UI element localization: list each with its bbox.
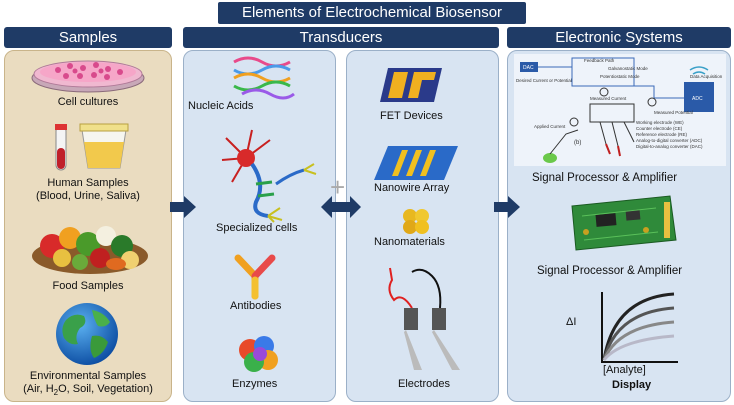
antibody-icon — [234, 254, 276, 300]
label-nucleic-acids: Nucleic Acids — [188, 100, 254, 112]
circuit-applied-label: Applied Current — [534, 124, 566, 129]
label-nanowire-array: Nanowire Array — [374, 182, 450, 194]
plus-icon: + — [330, 172, 346, 202]
earth-globe-icon — [56, 303, 118, 365]
arrow-samples-to-transducers — [170, 196, 196, 218]
header-samples: Samples — [4, 27, 172, 48]
petri-dish-icon — [31, 60, 145, 93]
circuit-legend-3: Analog-to-digital converter (ADC) — [636, 138, 703, 143]
circuit-data-acq-label: Data Acquisition — [690, 74, 723, 79]
circuit-desired-label: Desired Current or Potential — [516, 78, 572, 83]
label-antibodies: Antibodies — [230, 300, 282, 312]
label-enzymes: Enzymes — [232, 378, 278, 390]
label-signal-processor-1: Signal Processor & Amplifier — [532, 172, 678, 184]
plot-ylabel: ΔI — [566, 316, 577, 328]
circuit-galvanostatic-label: Galvanostatic Mode — [608, 66, 648, 71]
fet-device-icon — [380, 68, 442, 102]
potentiostat-circuit-diagram: Feedback Path Potentiostatic Mode Galvan… — [514, 54, 726, 166]
label-nanomaterials: Nanomaterials — [374, 236, 445, 248]
enzyme-protein-icon — [239, 336, 278, 372]
food-samples-icon — [32, 226, 148, 274]
label-specialized-cells: Specialized cells — [216, 222, 298, 234]
circuit-legend-0: Working electrode (WE) — [636, 120, 684, 125]
dna-helix-icon — [233, 56, 295, 100]
label-electrodes: Electrodes — [398, 378, 450, 390]
nanowire-array-icon — [374, 146, 458, 180]
display-calibration-plot — [601, 292, 678, 363]
label-signal-processor-2: Signal Processor & Amplifier — [537, 265, 683, 277]
arrow-bidirectional-transducers — [321, 196, 361, 218]
label-human-samples: Human Samples — [47, 177, 129, 189]
circuit-feedback-label: Feedback Path — [584, 58, 615, 63]
circuit-b-label: (b) — [574, 140, 581, 146]
circuit-dac-label: DAC — [523, 65, 534, 71]
human-samples-icon — [55, 123, 129, 171]
label-environmental-samples: Environmental Samples — [29, 370, 147, 382]
arrow-transducers-to-electronics — [494, 196, 520, 218]
electrodes-icon — [388, 267, 460, 370]
circuit-board-icon — [571, 195, 677, 251]
header-electronic: Electronic Systems — [507, 27, 731, 48]
circuit-legend-2: Reference electrode (RE) — [636, 132, 688, 137]
label-fet-devices: FET Devices — [380, 110, 443, 122]
circuit-adc-label: ADC — [692, 96, 703, 102]
label-human-samples-detail: (Blood, Urine, Saliva) — [36, 190, 140, 202]
label-cell-cultures: Cell cultures — [57, 96, 119, 108]
plot-xlabel: [Analyte] — [603, 364, 646, 376]
circuit-measured-current-label: Measured Current — [590, 96, 627, 101]
circuit-measured-potential-label: Measured Potential — [654, 110, 693, 115]
diagram-title: Elements of Electrochemical Biosensor — [218, 2, 526, 24]
label-environmental-detail: (Air, H2O, Soil, Vegetation) — [23, 383, 153, 398]
circuit-legend-1: Counter electrode (CE) — [636, 126, 683, 131]
label-food-samples: Food Samples — [52, 280, 124, 292]
nanomaterials-icon — [403, 209, 429, 234]
neuron-cell-icon — [221, 129, 317, 223]
circuit-potentiostatic-label: Potentiostatic Mode — [600, 74, 640, 79]
label-display: Display — [612, 379, 652, 391]
header-transducers: Transducers — [183, 27, 499, 48]
circuit-legend-4: Digital-to-analog converter (DAC) — [636, 144, 703, 149]
